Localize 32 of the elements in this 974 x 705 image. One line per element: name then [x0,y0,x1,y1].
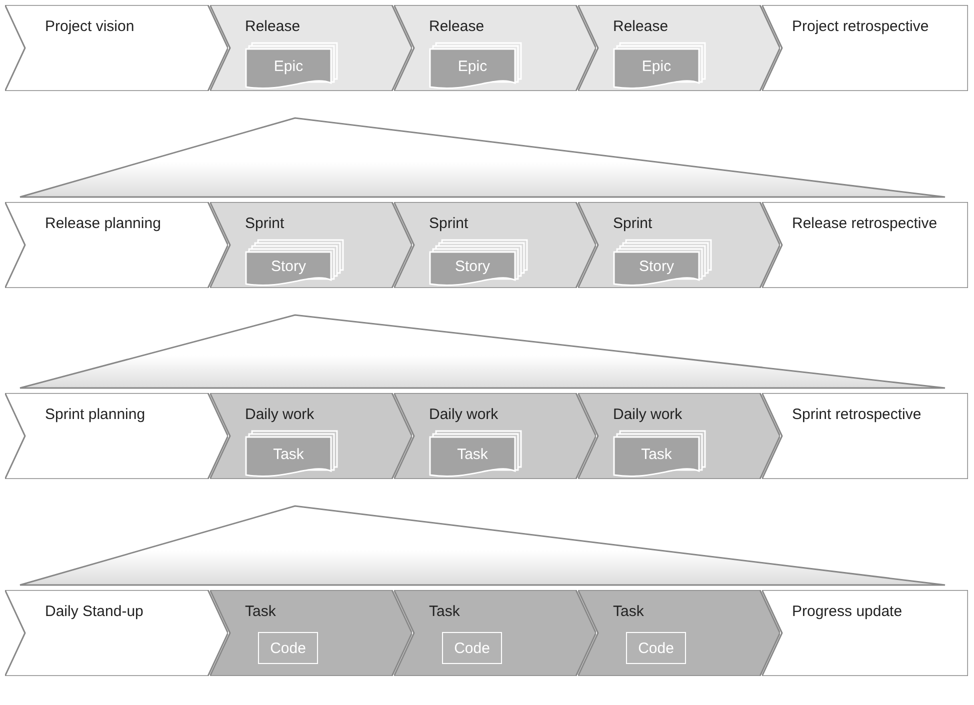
step-label: Sprint [245,215,286,233]
step-label: Sprint [429,215,470,233]
step-label: Daily work [429,406,500,424]
document-label: Story [638,258,675,276]
step-label: Release planning [45,215,162,233]
document-label: Task [456,446,489,464]
step-label: Progress update [792,603,904,621]
step-label: Sprint planning [45,406,146,424]
document-label: Epic [272,58,304,76]
step-label: Daily work [245,406,316,424]
step-label: Release [613,18,670,36]
step-label: Daily work [613,406,684,424]
code-box: Code [442,632,502,664]
step-label: Project retrospective [792,18,930,36]
step-label: Release [429,18,486,36]
step-label: Release retrospective [792,215,938,233]
step-label: Task [245,603,277,621]
document-label: Story [454,258,491,276]
document-label: Epic [456,58,488,76]
code-box: Code [626,632,686,664]
step-label: Project vision [45,18,136,36]
step-label: Daily Stand-up [45,603,144,621]
step-label: Sprint [613,215,654,233]
document-label: Task [640,446,673,464]
document-label: Task [272,446,305,464]
step-label: Sprint retrospective [792,406,922,424]
step-label: Task [429,603,461,621]
document-label: Epic [640,58,672,76]
step-label: Release [245,18,302,36]
step-label: Task [613,603,645,621]
code-box: Code [258,632,318,664]
document-label: Story [270,258,307,276]
